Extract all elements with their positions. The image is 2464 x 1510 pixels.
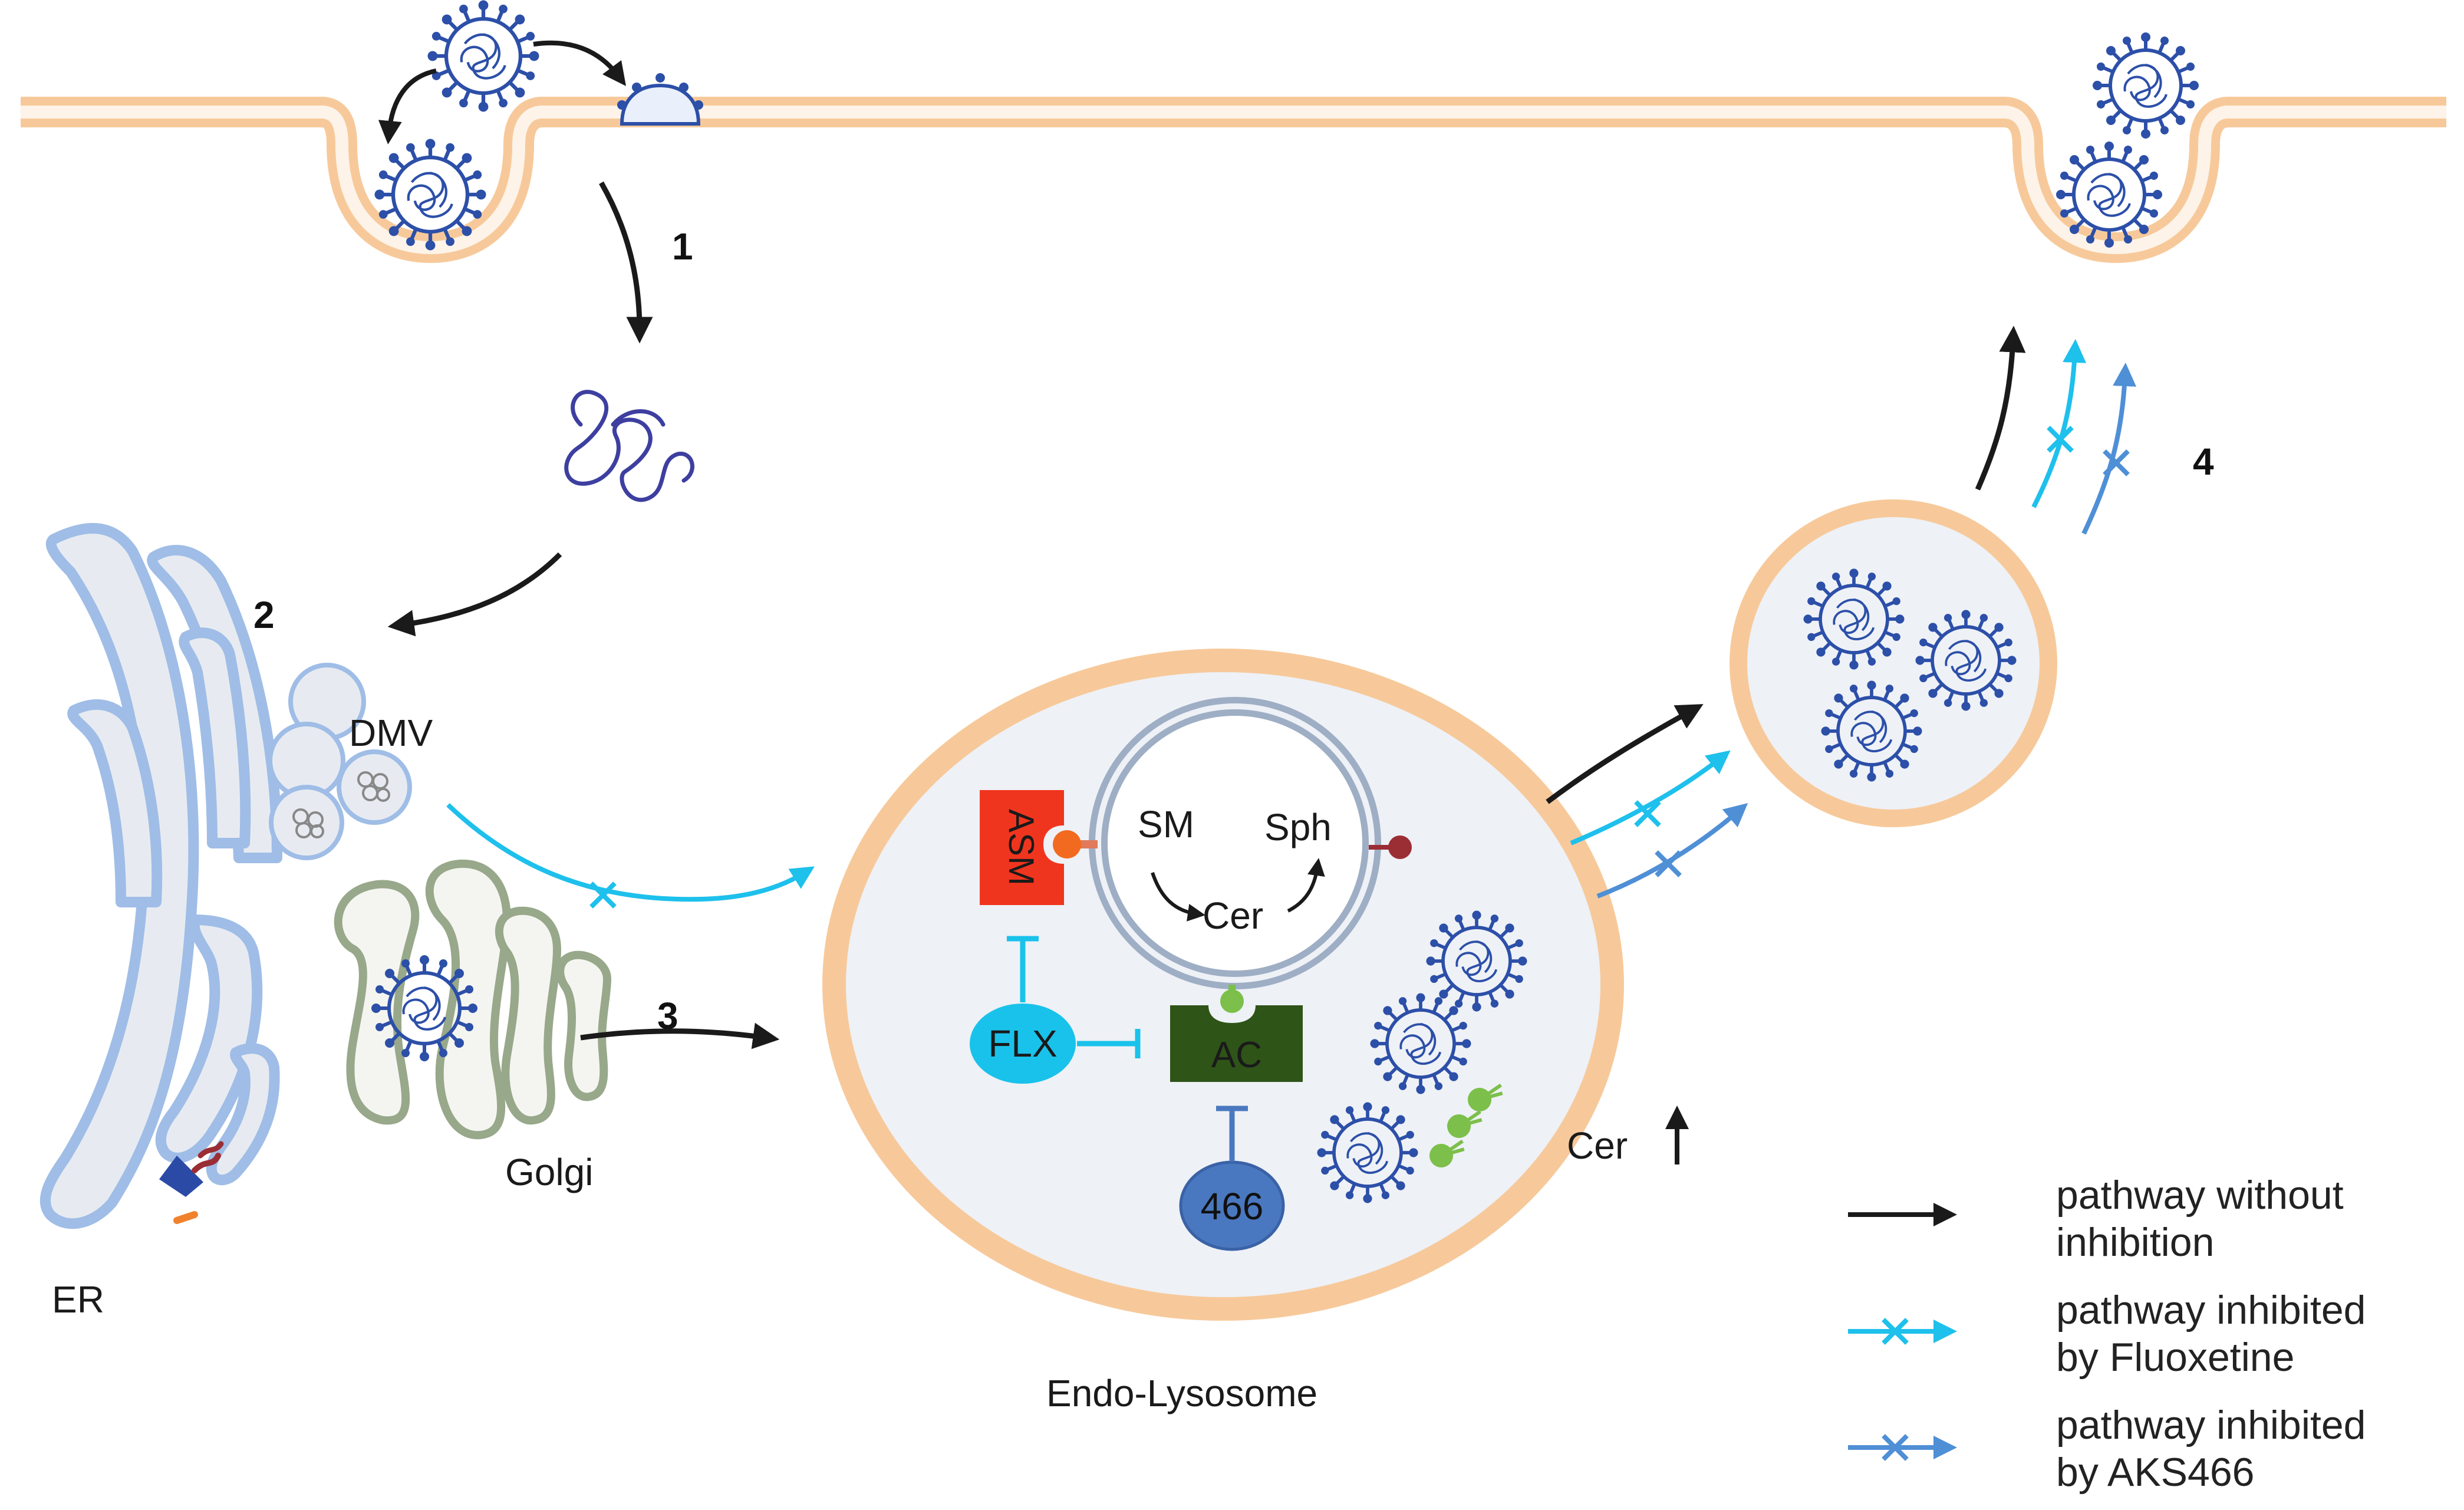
lysosome-to-vesicle-arrow-fluoxetine [1570,750,1731,846]
dmv-to-lysosome-arrow-fluoxetine [446,803,815,902]
step2-label: 2 [253,594,275,636]
svg-text:by Fluoxetine: by Fluoxetine [2056,1335,2294,1380]
flx-label: FLX [988,1022,1057,1065]
plasma-membrane [21,97,2446,263]
entry-arrow-right [533,40,627,86]
protein-icon [159,1141,224,1224]
dmv-rna-icon [292,771,390,838]
ac-binding-site [1220,989,1244,1013]
sph-label: Sph [1264,806,1332,848]
svg-text:pathway inhibited: pathway inhibited [2056,1403,2366,1448]
asm-label: ASM [1002,809,1041,886]
svg-text:pathway without: pathway without [2056,1173,2344,1218]
legend: pathway without inhibition pathway inhib… [1848,1173,2366,1495]
exocytic-vesicle [1730,499,2057,827]
golgi-label: Golgi [505,1151,593,1193]
inhibition-x-icon [2103,449,2130,476]
asm-enzyme [980,790,1064,905]
svg-text:by AKS466: by AKS466 [2056,1450,2254,1495]
fusing-virus-icon [617,73,703,126]
step1-arrow [599,181,653,344]
step4-arrow [1975,325,2026,491]
step1-label: 1 [672,225,693,268]
svg-text:pathway inhibited: pathway inhibited [2056,1288,2366,1333]
dmv-cluster [268,663,412,860]
rna-icon [564,390,694,502]
ac-enzyme [1170,1005,1303,1082]
inhibition-x-icon [1882,1318,1909,1345]
inhibition-x-icon [589,881,617,909]
sph-receptor-icon [1388,835,1412,859]
inhibition-x-icon [1634,800,1661,827]
entry-arrow-left [378,68,437,144]
virus-icon [375,139,486,251]
cer-up-label: Cer [1567,1124,1628,1167]
endo-lysosome-label: Endo-Lysosome [1046,1372,1317,1414]
asm-binding-site [1053,830,1081,858]
golgi-structure [334,859,612,1140]
cer-to-sph-arrow [1287,858,1325,913]
virus-icon [2056,142,2162,248]
flx-drug [970,1004,1076,1084]
svg-text:inhibition: inhibition [2056,1220,2214,1265]
flx-inhibits-asm [1007,936,1039,1002]
legend-item-aks466: pathway inhibited by AKS466 [1848,1403,2366,1495]
virus-icon [428,1,539,112]
inhibition-x-icon [1882,1434,1909,1461]
step2-arrow [387,552,562,637]
dmv-label: DMV [349,712,433,754]
aks466-drug [1179,1160,1285,1251]
virus-icon [371,955,477,1061]
step3-arrow [580,1022,780,1050]
ac-label: AC [1211,1035,1262,1075]
er-label: ER [52,1278,104,1321]
virus-icon [2093,32,2199,139]
cer-label: Cer [1203,894,1263,937]
step3-label: 3 [657,995,678,1037]
aks466-label: 466 [1201,1185,1264,1228]
er-structure [39,523,282,1229]
inhibition-x-icon [2047,426,2074,453]
legend-item-no-inhibition: pathway without inhibition [1848,1173,2344,1265]
flx-inhibits-ac [1077,1029,1141,1058]
sm-to-cer-arrow [1151,872,1205,922]
inhibition-x-icon [1655,850,1682,877]
sm-label: SM [1138,803,1194,846]
aks466-inhibits-ac [1216,1106,1248,1162]
step4-label: 4 [2193,440,2214,483]
lysosome-to-vesicle-arrow [1546,704,1704,804]
legend-item-fluoxetine: pathway inhibited by Fluoxetine [1848,1288,2366,1380]
